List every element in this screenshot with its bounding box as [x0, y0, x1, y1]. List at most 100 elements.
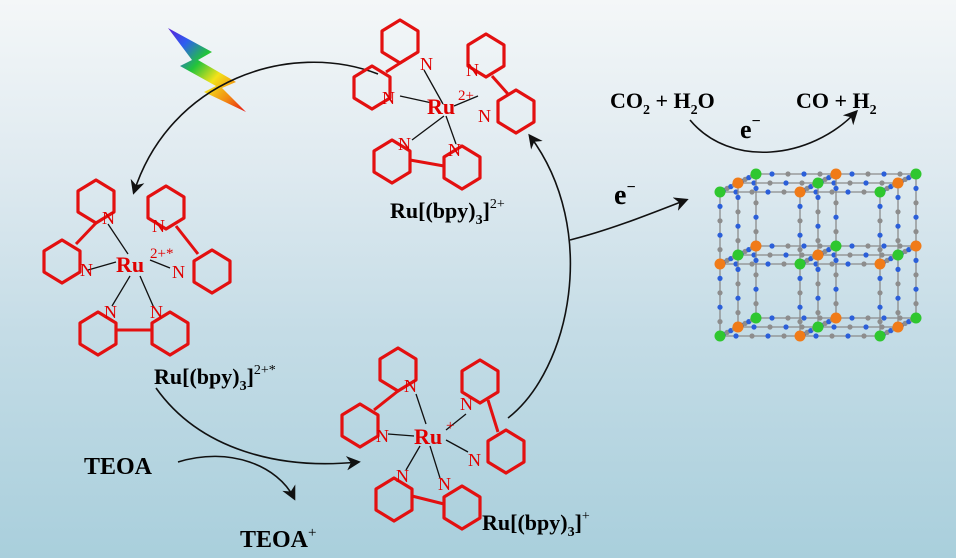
lattice-atom	[833, 272, 839, 278]
n-label: N	[460, 394, 473, 414]
lattice-atom	[895, 310, 901, 316]
excitation-arrow	[130, 61, 379, 195]
lattice-atom	[717, 304, 723, 310]
lattice-atom	[785, 171, 791, 177]
lattice-atom	[785, 315, 791, 321]
lattice-atom	[735, 209, 741, 215]
n-label: N	[104, 302, 117, 322]
lattice-node	[812, 177, 824, 189]
lattice-atom	[753, 229, 759, 235]
lattice-atom	[845, 261, 851, 267]
lattice-atom	[865, 171, 871, 177]
ru-bpy3-excited-label: Ru[(bpy)3]2+*	[154, 363, 276, 394]
lattice-atom	[815, 194, 821, 200]
lattice-atom	[801, 315, 807, 321]
lightning-icon	[168, 28, 246, 112]
oxidation-arrow	[507, 133, 572, 419]
lattice-node	[892, 177, 904, 189]
lattice-atom	[863, 252, 869, 258]
lattice-atom	[797, 319, 803, 325]
lattice-atom	[881, 315, 887, 321]
lattice-atom	[897, 315, 903, 321]
lattice-node	[830, 168, 842, 180]
lattice-atom	[913, 229, 919, 235]
lattice-atom	[797, 203, 803, 209]
lattice-atom	[813, 333, 819, 339]
lattice-atom	[753, 200, 759, 206]
lattice-atom	[769, 171, 775, 177]
lattice-atom	[817, 315, 823, 321]
lattice-atom	[817, 243, 823, 249]
lattice-node	[750, 312, 762, 324]
ru-charge: 2+	[458, 88, 474, 104]
lattice-atom	[845, 333, 851, 339]
lattice-atom	[817, 171, 823, 177]
n-label: N	[468, 450, 481, 470]
lattice-atom	[767, 180, 773, 186]
lattice-atom	[829, 189, 835, 195]
lattice-atom	[769, 315, 775, 321]
lattice-atom	[733, 189, 739, 195]
lattice-atom	[717, 247, 723, 253]
lattice-atom	[833, 200, 839, 206]
lattice-node	[812, 321, 824, 333]
n-label: N	[398, 134, 411, 154]
lattice-atom	[753, 286, 759, 292]
lattice-atom	[735, 266, 741, 272]
lattice-atom	[781, 261, 787, 267]
lattice-node	[794, 258, 806, 270]
lattice-atom	[783, 180, 789, 186]
n-label: N	[396, 466, 409, 486]
lattice-atom	[799, 180, 805, 186]
lattice-atom	[833, 301, 839, 307]
lattice-atom	[815, 295, 821, 301]
lattice-atom	[845, 189, 851, 195]
ru-bpy3-plus-molecule: N N N N N N Ru +	[340, 346, 526, 531]
lattice-node	[830, 240, 842, 252]
lattice-atom	[781, 189, 787, 195]
lattice-node	[714, 186, 726, 198]
lattice-node	[874, 258, 886, 270]
lattice-atom	[863, 180, 869, 186]
lattice-atom	[749, 189, 755, 195]
n-label: N	[438, 474, 451, 494]
lattice-atom	[877, 232, 883, 238]
ru-bpy3-2plus-molecule: N N N N N N Ru 2+	[352, 18, 536, 191]
lattice-atom	[815, 310, 821, 316]
lattice-atom	[877, 275, 883, 281]
lattice-atom	[833, 214, 839, 220]
lattice-atom	[767, 324, 773, 330]
lattice-atom	[735, 238, 741, 244]
lattice-node	[714, 330, 726, 342]
lattice-atom	[913, 301, 919, 307]
n-label: N	[80, 260, 93, 280]
lattice-atom	[781, 333, 787, 339]
lattice-node	[812, 249, 824, 261]
lattice-atom	[735, 194, 741, 200]
lattice-atom	[797, 304, 803, 310]
lattice-atom	[815, 223, 821, 229]
lattice-atom	[849, 171, 855, 177]
lattice-atom	[913, 200, 919, 206]
lattice-atom	[813, 189, 819, 195]
lattice-atom	[831, 180, 837, 186]
lattice-atom	[895, 281, 901, 287]
lattice-atom	[877, 319, 883, 325]
lattice-atom	[861, 333, 867, 339]
n-label: N	[172, 262, 185, 282]
ru-charge: 2+*	[150, 246, 173, 262]
lattice-node	[750, 240, 762, 252]
lattice-atom	[717, 275, 723, 281]
lattice-atom	[765, 261, 771, 267]
lattice-atom	[895, 266, 901, 272]
lattice-atom	[913, 257, 919, 263]
lattice-atom	[879, 252, 885, 258]
lattice-atom	[877, 218, 883, 224]
lattice-node	[750, 168, 762, 180]
ru-center: Ru	[116, 252, 144, 277]
lattice-node	[732, 249, 744, 261]
lattice-node	[892, 321, 904, 333]
n-label: N	[404, 376, 417, 396]
lattice-atom	[849, 315, 855, 321]
